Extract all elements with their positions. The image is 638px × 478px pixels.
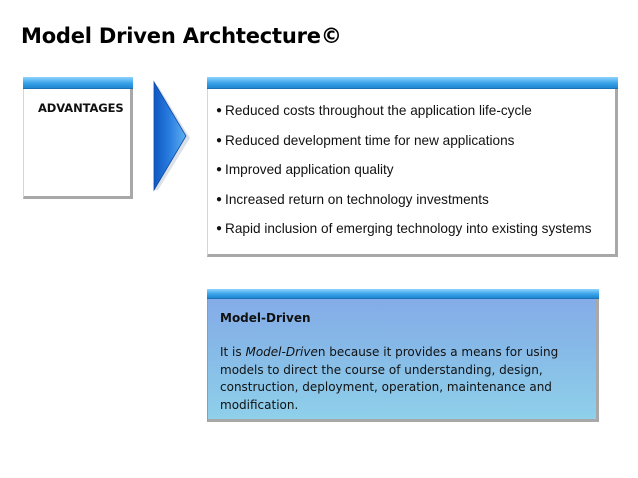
- box-header-strip: [207, 77, 618, 89]
- box-header-strip: [207, 289, 599, 299]
- advantages-list: ●Reduced costs throughout the applicatio…: [216, 97, 592, 245]
- slide-title: Model Driven Archtecture©: [21, 24, 342, 48]
- advantages-label: ADVANTAGES: [38, 101, 124, 115]
- right-arrow-icon: [153, 80, 190, 192]
- box-header-strip: [23, 77, 133, 89]
- list-item: ●Rapid inclusion of emerging technology …: [216, 221, 592, 237]
- list-item: ●Reduced costs throughout the applicatio…: [216, 103, 532, 118]
- list-item: ●Reduced development time for new applic…: [216, 132, 515, 148]
- advantages-label-box: ADVANTAGES: [23, 77, 133, 199]
- model-driven-heading: Model-Driven: [220, 311, 311, 325]
- model-driven-description: It is Model-Driven because it provides a…: [220, 345, 559, 412]
- list-item: ●Improved application quality: [216, 162, 394, 178]
- advantages-list-box: ●Reduced costs throughout the applicatio…: [207, 77, 618, 257]
- model-driven-panel: Model-Driven It is Model-Driven because …: [207, 289, 599, 422]
- list-item: ●Increased return on technology investme…: [216, 191, 489, 207]
